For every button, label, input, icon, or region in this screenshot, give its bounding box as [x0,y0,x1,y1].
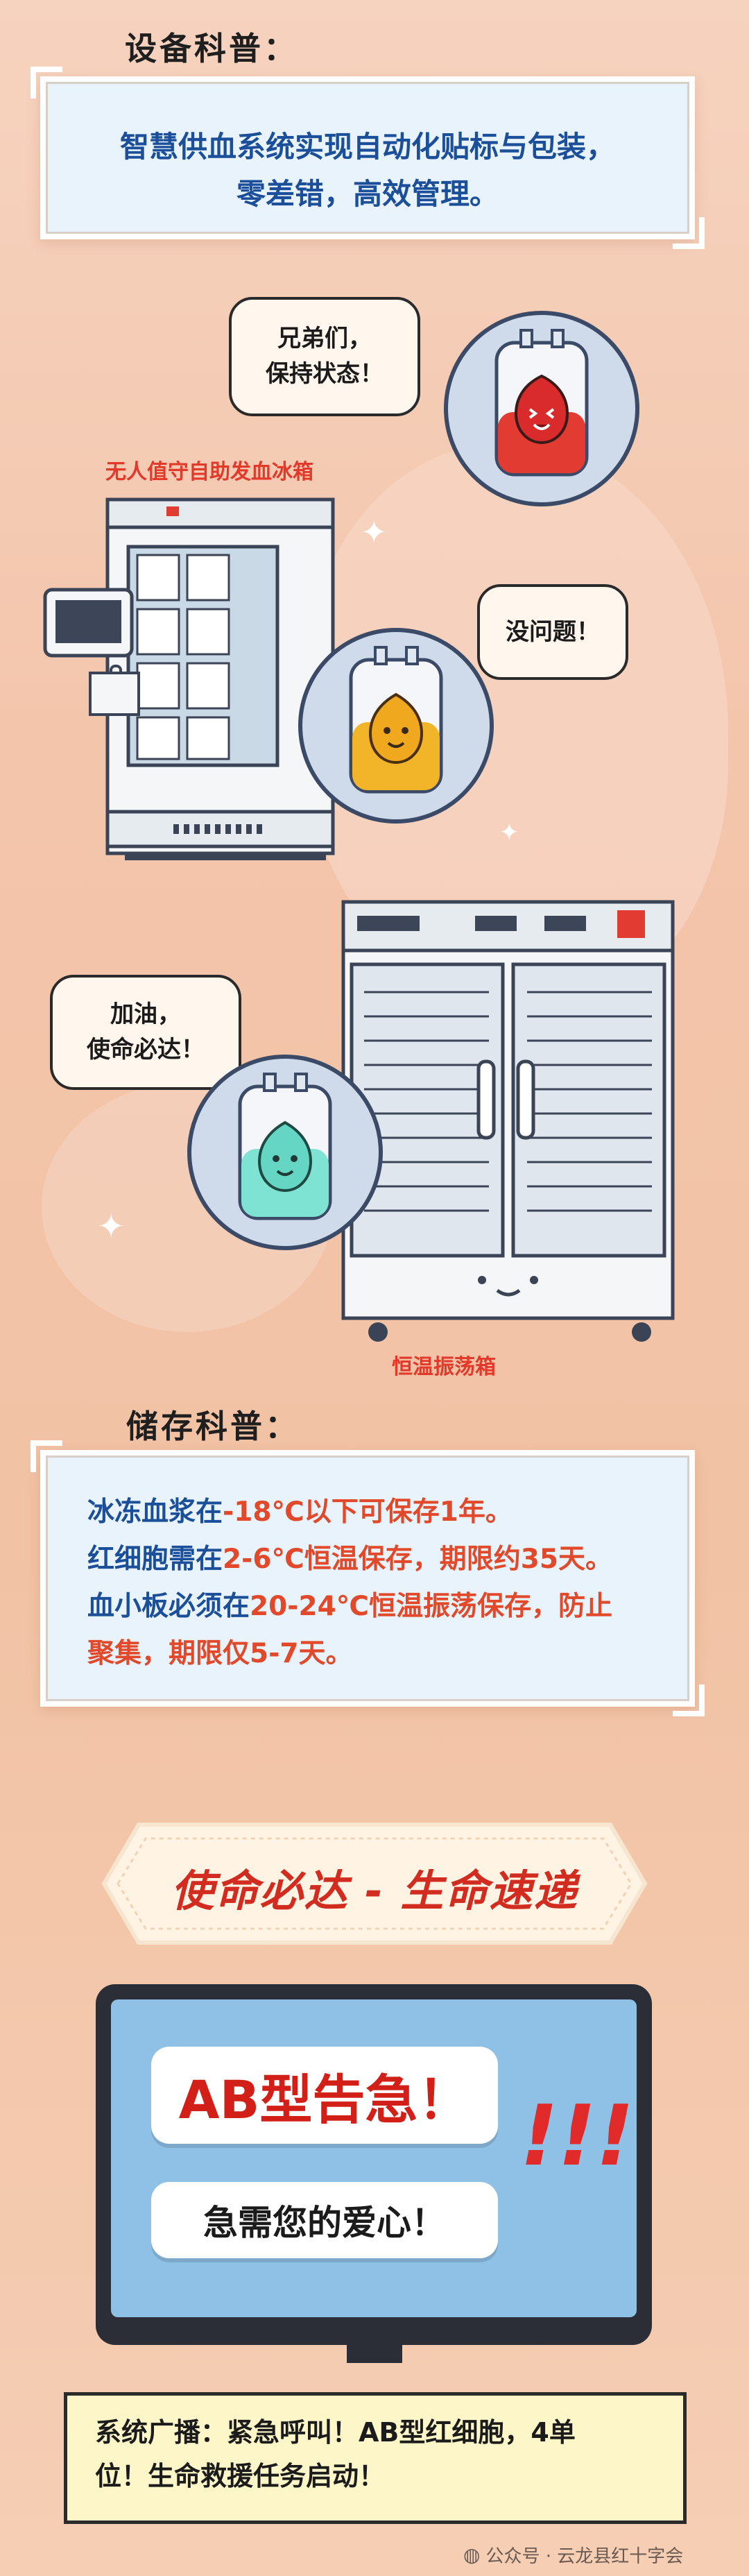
system-broadcast-box: 系统广播：紧急呼叫！AB型红细胞，4单 位！生命救援任务启动！ [64,2392,687,2524]
equipment-line-1: 智慧供血系统实现自动化贴标与包装， [119,130,615,164]
storage-row-4-value: 期限仅5-7天。 [169,1638,353,1669]
banner-frame [101,1823,648,1945]
alert-headline-pill: AB型告急！ [151,2047,498,2144]
storage-row-3: 血小板必须在20-24℃恒温振荡保存，防止 [87,1585,612,1623]
sparkle-icon: ✦ [361,513,388,551]
red-blood-bag [444,311,639,506]
watermark-text: 公众号 · 云龙县红十字会 [485,2546,684,2567]
equipment-panel: 智慧供血系统实现自动化贴标与包装， 零差错，高效管理。 [31,67,705,249]
storage-row-2-label: 红细胞需在 [87,1544,223,1575]
shaker-label: 恒温振荡箱 [392,1355,496,1379]
storage-section-title: 储存科普： [126,1408,300,1445]
shaker-cabinet-illustration [341,900,675,1342]
sparkle-icon: ✦ [97,1207,126,1246]
storage-row-1-value: -18℃以下可保存1年。 [223,1496,513,1528]
teal-bag-icon [238,1073,332,1220]
storage-panel: 冰冻血浆在-18℃以下可保存1年。 红细胞需在2-6℃恒温保存，期限约35天。 … [31,1440,705,1716]
storage-row-3-label: 血小板必须在 [87,1591,250,1622]
storage-row-3-value: 20-24℃恒温振荡保存，防止 [250,1591,612,1622]
alert-subtext: 急需您的爱心！ [203,2203,446,2243]
wechat-icon: ◍ [463,2543,481,2566]
fridge-label: 无人值守自助发血冰箱 [105,460,313,484]
red-bag-icon [494,329,589,477]
equipment-section-title: 设备科普： [125,30,298,67]
plasma-blood-bag [298,628,494,824]
speech-bubble-teal: 加油， 使命必达！ [50,975,241,1090]
speech-bubble-red-line-1: 兄弟们， [277,325,372,352]
storage-row-4: 聚集，期限仅5-7天。 [87,1632,352,1671]
broadcast-line-1: 系统广播：紧急呼叫！AB型红细胞，4单 [95,2417,576,2448]
storage-row-1-label: 冰冻血浆在 [87,1496,223,1528]
alert-exclamation-icon: !!! [520,2088,635,2185]
platelet-blood-bag [187,1055,383,1250]
watermark: ◍ 公众号 · 云龙县红十字会 [463,2542,683,2568]
storage-row-2-value: 2-6℃恒温保存，期限约35天。 [223,1544,612,1575]
speech-bubble-red: 兄弟们， 保持状态！ [229,297,420,416]
blood-fridge-illustration [43,497,335,860]
speech-bubble-yellow-text: 没问题！ [506,617,600,646]
alert-sub-pill: 急需您的爱心！ [151,2182,498,2258]
storage-row-2: 红细胞需在2-6℃恒温保存，期限约35天。 [87,1537,612,1576]
storage-row-4-label: 聚集， [87,1638,169,1669]
sparkle-icon: ✦ [499,819,519,846]
alert-tv-frame: AB型告急！ 急需您的爱心！ !!! [96,1984,652,2345]
equipment-line-2: 零差错，高效管理。 [236,177,499,211]
yellow-bag-icon [349,646,443,794]
alert-headline: AB型告急！ [178,2069,471,2131]
storage-row-1: 冰冻血浆在-18℃以下可保存1年。 [87,1490,513,1529]
speech-bubble-red-line-2: 保持状态！ [266,360,384,388]
speech-bubble-yellow: 没问题！ [477,584,628,680]
speech-bubble-teal-line-1: 加油， [110,1000,181,1028]
tv-stand [347,2345,402,2363]
broadcast-line-2: 位！生命救援任务启动！ [95,2460,386,2491]
speech-bubble-teal-line-2: 使命必达！ [87,1036,205,1064]
mission-banner-title: 使命必达 - 生命速递 [171,1866,578,1916]
